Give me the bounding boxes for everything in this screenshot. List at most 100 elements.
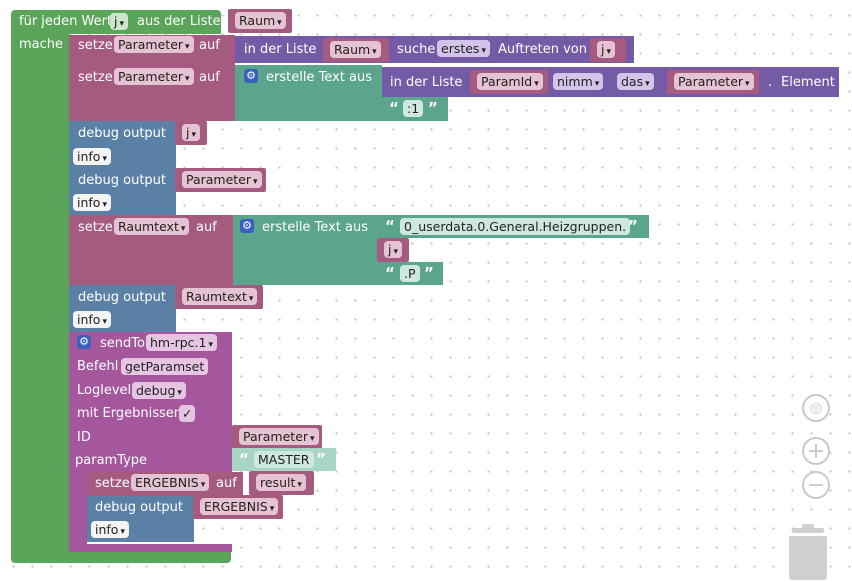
item-var-dropdown[interactable]: j▾ <box>597 41 616 58</box>
set-var-dropdown[interactable]: Parameter▾ <box>114 68 194 85</box>
index-var-dropdown[interactable]: Parameter▾ <box>674 73 754 90</box>
debug-level-dropdown[interactable]: info▾ <box>73 311 111 328</box>
loop-var-dropdown[interactable]: j▾ <box>110 13 129 30</box>
find-mode-dropdown[interactable]: erstes▾ <box>437 40 490 57</box>
debug-label: debug output <box>78 126 167 141</box>
in-list-label: in der Liste <box>390 75 463 90</box>
sendto-block[interactable] <box>69 332 232 472</box>
text-join-variable-block[interactable]: j▾ <box>377 238 409 262</box>
text-literal-field[interactable]: 0_userdata.0.General.Heizgruppen. <box>400 218 631 235</box>
zoom-in-icon[interactable]: + <box>802 437 830 465</box>
dot-label: . <box>768 75 773 90</box>
trash-icon[interactable] <box>788 524 828 580</box>
loop-list-variable-block[interactable]: Raum▾ <box>228 9 292 33</box>
index-variable-block[interactable]: Parameter▾ <box>667 70 759 94</box>
set-label: setze <box>78 70 113 85</box>
create-text-label: erstelle Text aus <box>266 70 372 85</box>
open-quote-icon: “ <box>239 450 249 468</box>
results-label: mit Ergebnissen <box>77 406 182 421</box>
command-field[interactable]: getParamset <box>121 358 209 375</box>
for-each-loop-body-rail <box>11 34 69 551</box>
dropdown-arrow-icon: ▾ <box>191 130 197 140</box>
list-find-block[interactable] <box>235 36 634 63</box>
loop-list-dropdown[interactable]: Raum▾ <box>235 12 286 29</box>
close-quote-icon: ” <box>316 450 326 468</box>
id-variable-block[interactable]: Parameter▾ <box>232 425 322 449</box>
dropdown-arrow-icon: ▾ <box>393 247 399 257</box>
adapter-dropdown[interactable]: hm-rpc.1▾ <box>146 334 218 351</box>
gear-icon[interactable]: ⚙ <box>244 69 258 83</box>
text-literal-field[interactable]: .P <box>400 265 420 282</box>
debug-level-dropdown[interactable]: info▾ <box>91 521 129 538</box>
results-checkbox[interactable]: ✓ <box>179 405 196 422</box>
zoom-out-icon[interactable]: − <box>802 471 830 499</box>
debug-var-dropdown[interactable]: ERGEBNIS▾ <box>200 498 279 515</box>
text-literal-field[interactable]: :1 <box>403 100 424 117</box>
set-var-dropdown[interactable]: ERGEBNIS▾ <box>131 474 210 491</box>
operation-dropdown[interactable]: nimm▾ <box>553 73 604 90</box>
dropdown-arrow-icon: ▾ <box>269 504 275 514</box>
list-var-dropdown[interactable]: ParamId▾ <box>477 73 543 90</box>
debug-variable-block[interactable]: ERGEBNIS▾ <box>193 495 283 519</box>
to-label: auf <box>216 476 237 491</box>
debug-label: debug output <box>95 500 184 515</box>
to-label: auf <box>199 38 220 53</box>
debug-label: debug output <box>78 173 167 188</box>
debug-var-dropdown[interactable]: j▾ <box>182 124 201 141</box>
gear-icon[interactable]: ⚙ <box>240 219 254 233</box>
set-var-dropdown[interactable]: Parameter▾ <box>114 36 194 53</box>
debug-var-dropdown[interactable]: Parameter▾ <box>182 171 262 188</box>
dropdown-arrow-icon: ▾ <box>102 200 107 210</box>
dropdown-arrow-icon: ▾ <box>277 18 282 28</box>
create-text-block[interactable] <box>233 215 378 285</box>
loop-do-label: mache <box>19 37 64 52</box>
open-quote-icon: “ <box>385 264 395 282</box>
list-get-block[interactable] <box>382 67 839 97</box>
item-variable-block[interactable]: j▾ <box>590 38 626 62</box>
list-var-dropdown[interactable]: Raum▾ <box>330 41 381 58</box>
create-text-label: erstelle Text aus <box>262 220 368 235</box>
close-quote-icon: ” <box>628 217 638 235</box>
result-variable-block[interactable]: result▾ <box>249 471 314 495</box>
loglevel-label: Loglevel <box>77 383 132 398</box>
dropdown-arrow-icon: ▾ <box>120 527 125 537</box>
list-variable-block[interactable]: Raum▾ <box>323 38 389 62</box>
dropdown-arrow-icon: ▾ <box>606 47 612 57</box>
set-var-dropdown[interactable]: Raumtext▾ <box>114 218 190 235</box>
dropdown-arrow-icon: ▾ <box>102 154 107 164</box>
debug-variable-block[interactable]: Raumtext▾ <box>175 285 263 309</box>
dropdown-arrow-icon: ▾ <box>481 46 486 56</box>
set-label: setze <box>95 476 130 491</box>
list-variable-block[interactable]: ParamId▾ <box>470 70 548 94</box>
join-var-dropdown[interactable]: j▾ <box>384 241 403 258</box>
paramtype-label: paramType <box>75 453 148 468</box>
which-dropdown[interactable]: das▾ <box>617 73 654 90</box>
loop-label-mid: aus der Liste <box>137 14 221 29</box>
element-label: Element <box>781 75 835 90</box>
in-list-label: in der Liste <box>244 42 317 57</box>
to-label: auf <box>199 70 220 85</box>
gear-icon[interactable]: ⚙ <box>77 335 91 349</box>
debug-var-dropdown[interactable]: Raumtext▾ <box>182 288 258 305</box>
result-var-dropdown[interactable]: result▾ <box>256 474 306 491</box>
dropdown-arrow-icon: ▾ <box>297 480 302 490</box>
loop-label-prefix: für jeden Wert <box>19 14 113 29</box>
command-label: Befehl <box>77 359 119 374</box>
dropdown-arrow-icon: ▾ <box>180 224 186 234</box>
paramtype-text-field[interactable]: MASTER <box>254 451 314 468</box>
create-text-block[interactable] <box>235 65 382 121</box>
loglevel-dropdown[interactable]: debug▾ <box>132 382 186 399</box>
dropdown-arrow-icon: ▾ <box>119 19 125 29</box>
dropdown-arrow-icon: ▾ <box>248 294 254 304</box>
sendto-body-rail <box>69 472 87 544</box>
center-target-icon[interactable]: ◎ <box>802 394 830 422</box>
dropdown-arrow-icon: ▾ <box>208 340 214 350</box>
debug-level-dropdown[interactable]: info▾ <box>73 148 111 165</box>
debug-variable-block[interactable]: Parameter▾ <box>175 168 266 192</box>
debug-variable-block[interactable]: j▾ <box>175 121 207 145</box>
find-label: suche <box>397 42 436 57</box>
dropdown-arrow-icon: ▾ <box>185 74 190 84</box>
debug-level-dropdown[interactable]: info▾ <box>73 194 111 211</box>
dropdown-arrow-icon: ▾ <box>177 388 182 398</box>
id-var-dropdown[interactable]: Parameter▾ <box>239 428 319 445</box>
